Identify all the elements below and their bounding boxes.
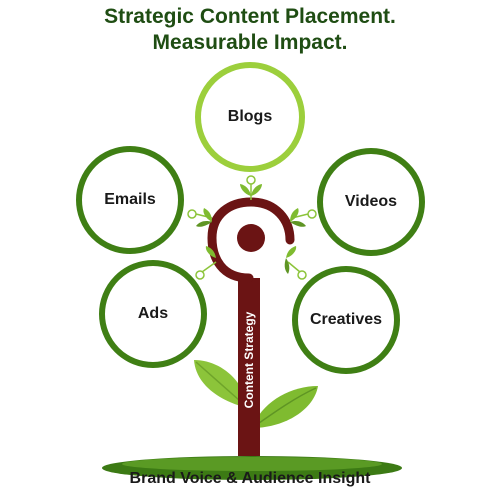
creatives-bubble: Creatives xyxy=(292,266,400,374)
videos-label: Videos xyxy=(344,193,398,210)
spiral xyxy=(207,197,295,283)
connector-nodes xyxy=(187,175,317,280)
ads-label: Ads xyxy=(137,305,169,322)
stem xyxy=(238,278,260,456)
blogs-bubble: Blogs xyxy=(195,62,305,172)
title-line-2: Measurable Impact. xyxy=(152,31,348,54)
creatives-label: Creatives xyxy=(309,311,383,328)
emails-label: Emails xyxy=(104,191,156,208)
sprouts xyxy=(196,184,306,274)
spiral-core xyxy=(237,224,265,252)
blogs-label: Blogs xyxy=(227,108,273,125)
title-line-1: Strategic Content Placement. xyxy=(104,5,396,28)
emails-bubble: Emails xyxy=(76,146,184,254)
videos-bubble: Videos xyxy=(317,148,425,256)
footer-caption: Brand Voice & Audience Insight xyxy=(129,470,371,487)
ads-bubble: Ads xyxy=(99,260,207,368)
stem-label: Content Strategy xyxy=(242,311,256,409)
leaf-right xyxy=(252,386,318,428)
